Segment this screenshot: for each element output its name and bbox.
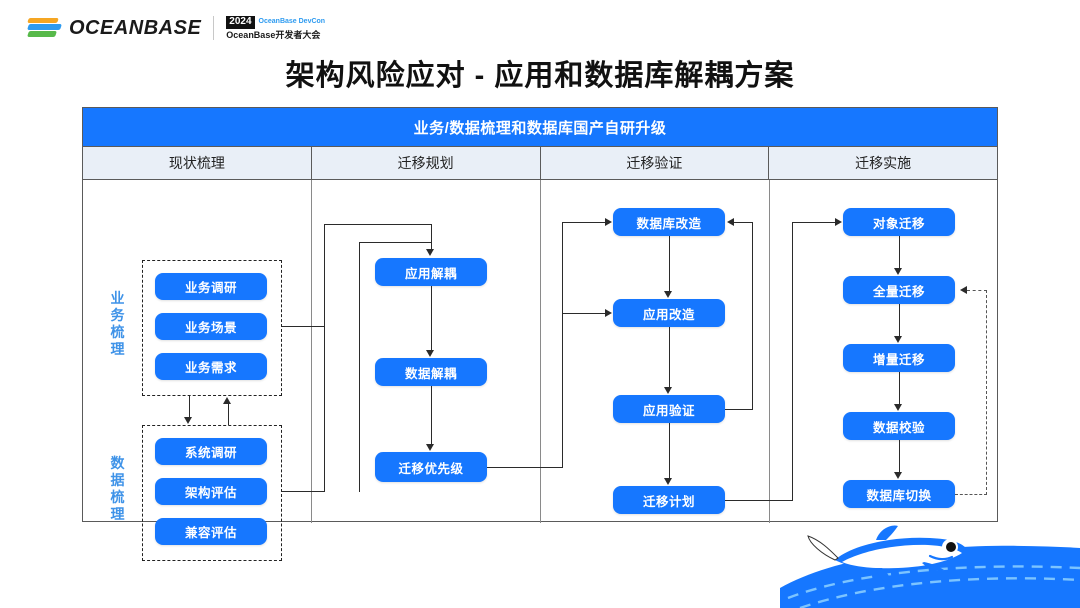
connector-col1-mid-v — [359, 242, 361, 492]
diagram-frame: 业务/数据梳理和数据库国产自研升级 现状梳理 迁移规划 迁移验证 迁移实施 业 … — [82, 107, 998, 561]
connector-verify-feedback-h1 — [725, 409, 753, 411]
column-header-migration-plan: 迁移规划 — [312, 147, 541, 179]
connector-col1-riser — [324, 326, 326, 492]
devcon-en-label: OceanBase DevCon — [258, 18, 326, 26]
connector-switch-feedback-v — [986, 290, 987, 495]
node-应用解耦[interactable]: 应用解耦 — [375, 258, 487, 286]
column-separator-3 — [769, 180, 770, 523]
arrowhead-c3-3 — [664, 478, 672, 485]
connector-switch-feedback-h1 — [955, 494, 987, 495]
node-架构评估[interactable]: 架构评估 — [155, 478, 267, 505]
arrowhead-biz-to-data — [184, 417, 192, 424]
connector-c2-2 — [431, 386, 433, 445]
connector-c3-out-h — [725, 500, 793, 502]
group-label-data-survey: 数 据 梳 理 — [110, 455, 125, 523]
diagram-band-title: 业务/数据梳理和数据库国产自研升级 — [83, 108, 997, 147]
connector-biz-out-h — [282, 326, 325, 328]
arrowhead-c3-2 — [664, 387, 672, 394]
node-应用验证[interactable]: 应用验证 — [613, 395, 725, 423]
connector-data-out-h — [282, 491, 325, 493]
connector-c4-4 — [899, 440, 901, 473]
connector-data-to-biz — [228, 404, 230, 425]
connector-verify-feedback-v — [752, 222, 754, 410]
arrowhead-c4-2 — [894, 336, 902, 343]
connector-c4-2 — [899, 304, 901, 337]
column-header-current-state: 现状梳理 — [83, 147, 312, 179]
connector-c4-3 — [899, 372, 901, 405]
node-数据解耦[interactable]: 数据解耦 — [375, 358, 487, 386]
connector-c3-1 — [669, 236, 671, 292]
oceanbase-wave-logo-icon — [27, 18, 62, 38]
footer-dolphin-art — [780, 518, 1080, 608]
connector-col1-top-h — [324, 224, 432, 226]
connector-c3-2 — [669, 327, 671, 388]
connector-into-app-decouple — [431, 224, 433, 250]
arrowhead-c4-4 — [894, 472, 902, 479]
group-label-business-survey: 业 务 梳 理 — [110, 290, 125, 358]
node-业务需求[interactable]: 业务需求 — [155, 353, 267, 380]
node-迁移计划[interactable]: 迁移计划 — [613, 486, 725, 514]
arrowhead-app-decouple — [426, 249, 434, 256]
node-应用改造[interactable]: 应用改造 — [613, 299, 725, 327]
arrowhead-c4-1 — [894, 268, 902, 275]
devcon-year: 2024 — [226, 16, 255, 29]
connector-c2-out-v — [562, 222, 564, 468]
arrowhead-c4-3 — [894, 404, 902, 411]
connector-c3-out-v — [792, 222, 794, 501]
connector-c2-out-h — [487, 467, 563, 469]
arrowhead-c2-1 — [426, 350, 434, 357]
connector-c3-3 — [669, 423, 671, 479]
connector-verify-feedback-h2 — [734, 222, 753, 224]
brand-bar: OCEANBASE 2024 OceanBase DevCon OceanBas… — [27, 14, 325, 42]
devcon-logo: 2024 OceanBase DevCon OceanBase开发者大会 — [226, 16, 325, 40]
arrowhead-app-reform — [605, 309, 612, 317]
node-数据库切换[interactable]: 数据库切换 — [843, 480, 955, 508]
connector-to-object-mig — [792, 222, 836, 224]
column-separator-2 — [540, 180, 541, 523]
connector-col1-up — [324, 224, 326, 327]
node-业务场景[interactable]: 业务场景 — [155, 313, 267, 340]
page-title: 架构风险应对 - 应用和数据库解耦方案 — [285, 60, 795, 92]
arrowhead-c2-2 — [426, 444, 434, 451]
devcon-cn-label: OceanBase开发者大会 — [226, 29, 321, 40]
column-header-row: 现状梳理 迁移规划 迁移验证 迁移实施 — [83, 147, 997, 180]
oceanbase-wordmark: OCEANBASE — [69, 16, 202, 39]
arrowhead-object-mig — [835, 218, 842, 226]
arrowhead-switch-feedback — [960, 286, 967, 294]
connector-to-db-reform — [562, 222, 606, 224]
arrowhead-db-reform — [605, 218, 612, 226]
node-增量迁移[interactable]: 增量迁移 — [843, 344, 955, 372]
arrowhead-data-to-biz — [223, 397, 231, 404]
connector-to-app-reform — [562, 313, 606, 315]
diagram-body: 业 务 梳 理 业务调研 业务场景 业务需求 数 据 梳 理 系统调研 架构评估… — [83, 180, 997, 561]
connector-col1-mid-h — [359, 242, 432, 244]
arrowhead-verify-feedback — [727, 218, 734, 226]
logo-divider — [213, 16, 215, 40]
arrowhead-c3-1 — [664, 291, 672, 298]
column-header-migration-verify: 迁移验证 — [541, 147, 770, 179]
node-系统调研[interactable]: 系统调研 — [155, 438, 267, 465]
node-全量迁移[interactable]: 全量迁移 — [843, 276, 955, 304]
node-业务调研[interactable]: 业务调研 — [155, 273, 267, 300]
node-数据库改造[interactable]: 数据库改造 — [613, 208, 725, 236]
dolphin-wave-illustration — [780, 525, 1080, 608]
connector-biz-to-data — [189, 396, 191, 418]
group-box-data-survey — [142, 425, 282, 561]
connector-c4-1 — [899, 236, 901, 269]
group-box-business-survey — [142, 260, 282, 396]
node-对象迁移[interactable]: 对象迁移 — [843, 208, 955, 236]
connector-c2-1 — [431, 286, 433, 351]
node-迁移优先级[interactable]: 迁移优先级 — [375, 452, 487, 482]
column-header-migration-exec: 迁移实施 — [855, 155, 912, 171]
column-separator-1 — [311, 180, 312, 523]
connector-switch-feedback-h2 — [967, 290, 987, 291]
node-数据校验[interactable]: 数据校验 — [843, 412, 955, 440]
node-兼容评估[interactable]: 兼容评估 — [155, 518, 267, 545]
